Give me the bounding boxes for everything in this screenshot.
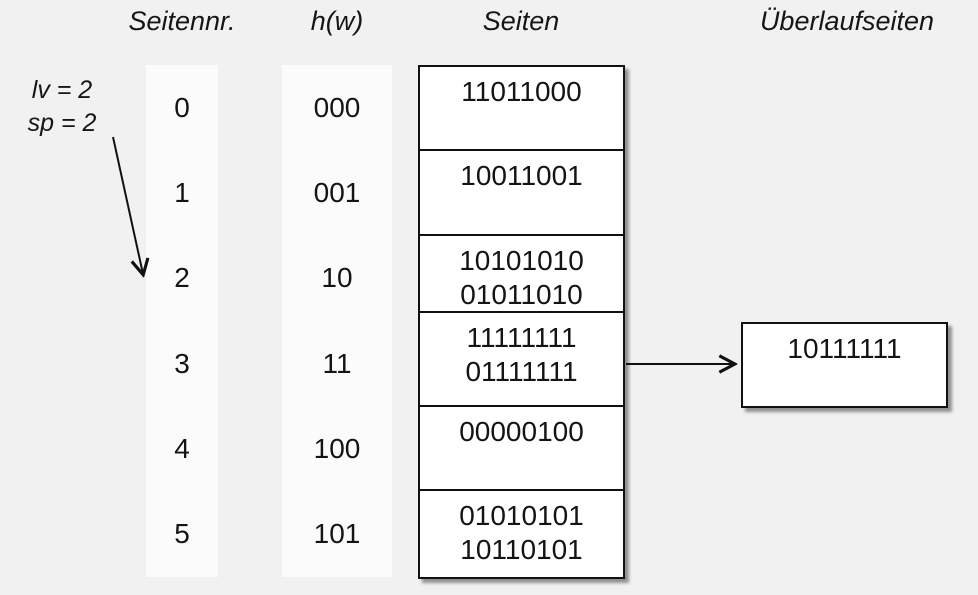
page-bucket-4: 00000100: [420, 407, 623, 491]
page-number: 4: [174, 432, 190, 464]
hash-value: 11: [322, 347, 352, 379]
bucket-entry: 01010101: [459, 500, 584, 531]
hash-value: 101: [313, 518, 361, 550]
hash-value-column: 000 001 10 11 100 101: [282, 65, 392, 577]
page-number-column: 0 1 2 3 4 5: [146, 65, 218, 577]
page-bucket-1: 10011001: [420, 151, 623, 236]
page-bucket-3: 11111111 01111111: [420, 313, 623, 407]
bucket-entry: 10101010: [459, 245, 584, 276]
page-number: 1: [174, 176, 190, 208]
bucket-entry: 11011000: [461, 76, 582, 107]
page-bucket-5: 01010101 10110101: [420, 491, 623, 577]
page-number: 5: [174, 518, 190, 550]
overflow-page-box: 10111111: [741, 322, 948, 408]
hash-value: 10: [321, 262, 353, 294]
header-hash-function: h(w): [310, 6, 364, 36]
bucket-entry: 11111111: [466, 322, 577, 353]
bucket-entry: 10110101: [460, 534, 583, 565]
page-number: 0: [174, 91, 190, 123]
page-number: 3: [174, 347, 190, 379]
bucket-entry: 10011001: [460, 160, 583, 191]
page-bucket-0: 11011000: [420, 67, 623, 151]
annotation-level: lv = 2: [31, 76, 93, 104]
hash-value: 000: [313, 91, 361, 123]
split-pointer-arrow: [112, 136, 143, 274]
header-overflow-pages: Überlaufseiten: [759, 6, 935, 36]
level-splitpointer-annotation: lv = 2 sp = 2: [14, 74, 110, 140]
header-pages: Seiten: [482, 6, 560, 36]
hash-value: 100: [313, 432, 361, 464]
hash-value: 001: [313, 176, 361, 208]
overflow-entry: 10111111: [787, 333, 902, 364]
annotation-split-pointer: sp = 2: [27, 109, 97, 137]
page-bucket-2: 10101010 01011010: [420, 236, 623, 313]
bucket-entry: 01111111: [465, 356, 578, 387]
header-page-number: Seitennr.: [128, 6, 236, 36]
bucket-entry: 00000100: [459, 416, 584, 447]
page-number: 2: [174, 262, 190, 294]
pages-table: 11011000 10011001 10101010 01011010 1111…: [418, 65, 625, 579]
bucket-entry: 01011010: [460, 279, 583, 310]
